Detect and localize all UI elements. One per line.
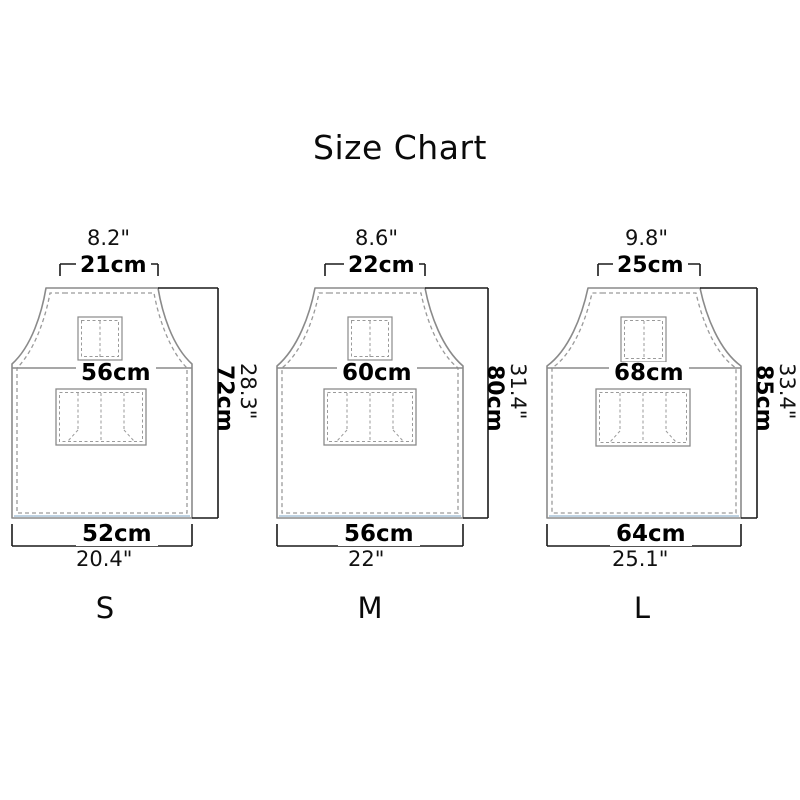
apron-main-pocket-bevel-left-m (336, 429, 348, 442)
apron-stitch-l (551, 292, 737, 514)
chest-width-cm-s: 56cm (76, 362, 156, 385)
size-label-m: M (357, 591, 383, 625)
length-cm-s: 72cm (212, 365, 237, 432)
bottom-width-cm-l: 64cm (610, 523, 692, 546)
apron-main-pocket-stitch-s (59, 392, 143, 442)
length-inches-m: 31.4" (506, 363, 530, 420)
length-inches-l: 33.4" (775, 363, 799, 420)
apron-diagram-m (276, 263, 489, 547)
top-width-cm-m: 22cm (344, 255, 419, 277)
top-width-cm-s: 21cm (76, 255, 151, 277)
apron-main-pocket-bevel-right-l (665, 430, 677, 443)
dimension-bottom-bracket-m (276, 524, 464, 547)
apron-chest-pocket-stitch-s (81, 320, 119, 357)
apron-main-pocket-bevel-left-s (67, 429, 79, 442)
bottom-width-inches-m: 22" (348, 547, 385, 571)
length-cm-l: 85cm (751, 365, 776, 432)
dimension-length-line-s (158, 287, 219, 519)
bottom-width-inches-s: 20.4" (76, 547, 133, 571)
length-inches-s: 28.3" (236, 363, 260, 420)
top-width-inches-m: 8.6" (355, 226, 399, 250)
page-title: Size Chart (313, 128, 487, 167)
chest-width-cm-m: 60cm (337, 362, 417, 385)
apron-stitch-s (16, 292, 188, 514)
apron-main-pocket-bevel-right-m (392, 429, 404, 442)
dimension-length-line-m (425, 287, 489, 519)
apron-chest-pocket-stitch-m (351, 320, 389, 357)
apron-main-pocket-bevel-right-s (123, 429, 135, 442)
top-width-inches-l: 9.8" (625, 226, 669, 250)
dimension-bottom-bracket-s (11, 524, 193, 547)
bottom-width-inches-l: 25.1" (612, 547, 669, 571)
dimension-bottom-bracket-l (546, 524, 742, 547)
apron-main-pocket-stitch-l (599, 392, 687, 443)
top-width-inches-s: 8.2" (87, 226, 131, 250)
chest-width-cm-l: 68cm (609, 362, 689, 385)
length-cm-m: 80cm (482, 365, 507, 432)
bottom-width-cm-m: 56cm (338, 523, 420, 546)
apron-main-pocket-stitch-m (327, 392, 413, 442)
size-label-s: S (95, 591, 115, 625)
bottom-width-cm-s: 52cm (76, 523, 158, 546)
dimension-length-line-l (700, 287, 758, 519)
apron-chest-pocket-stitch-l (624, 320, 663, 359)
apron-diagram-l (546, 263, 758, 547)
top-width-cm-l: 25cm (613, 255, 688, 277)
size-label-l: L (633, 591, 651, 625)
apron-stitch-m (281, 292, 459, 514)
apron-main-pocket-bevel-left-l (609, 430, 621, 443)
apron-diagram-s (11, 263, 219, 547)
